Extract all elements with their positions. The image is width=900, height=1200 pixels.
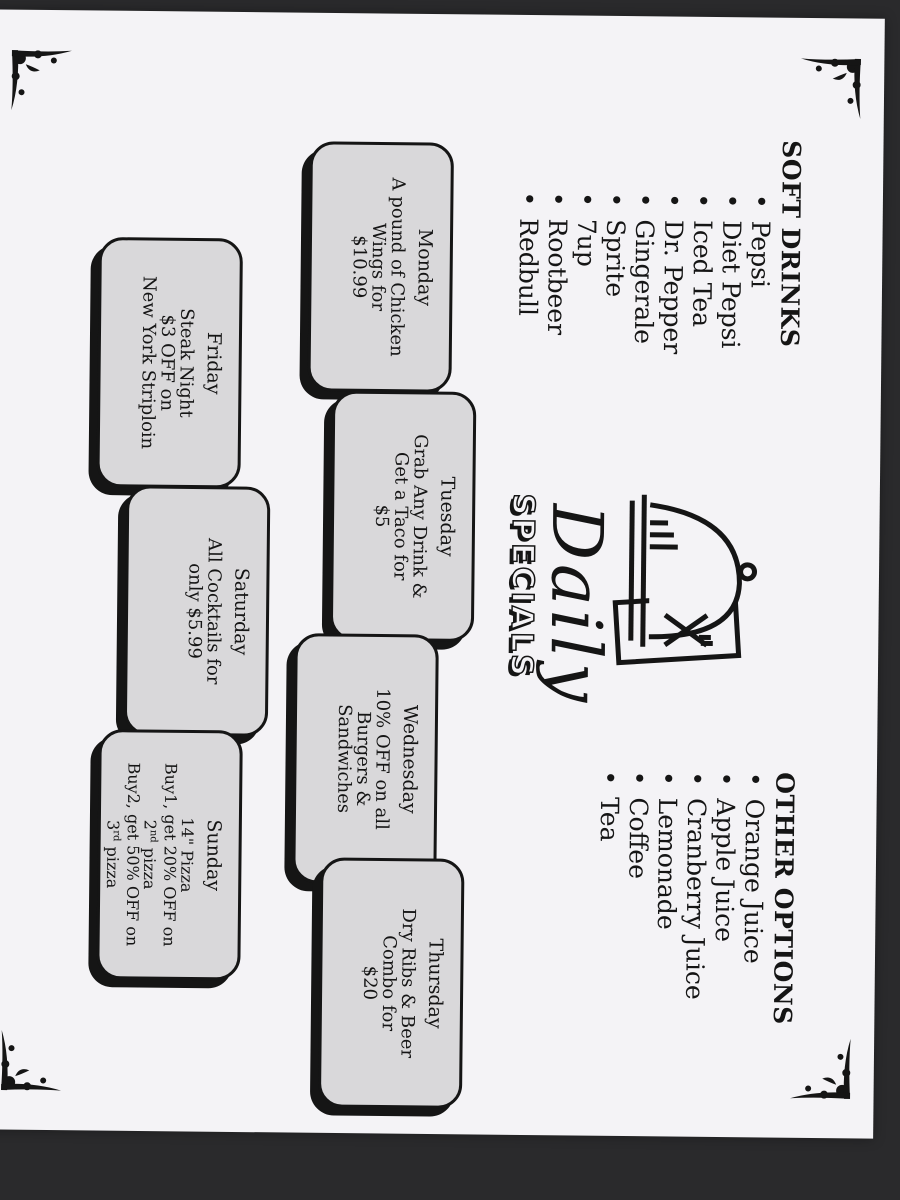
list-item: Iced Tea [686, 193, 717, 354]
list-item: Pepsi [744, 193, 775, 354]
list-item: Diet Pepsi [715, 193, 746, 354]
special-card-wednesday: Wednesday 10% OFF on all Burgers & Sandw… [291, 632, 439, 885]
special-day: Tuesday [435, 475, 459, 557]
list-item: Redbull [512, 191, 543, 352]
special-description: A pound of Chicken Wings for $10.99 [347, 176, 409, 357]
special-description: Steak Night $3 OFF on New York Striploin [136, 275, 197, 449]
special-description: Grab Any Drink & Get a Taco for $5 [370, 433, 431, 599]
list-item: Gingerale [628, 192, 659, 353]
soft-drinks-list: Pepsi Diet Pepsi Iced Tea Dr. Pepper Gin… [512, 191, 775, 355]
special-day: Wednesday [397, 704, 421, 814]
special-day: Monday [412, 228, 436, 306]
list-item: Cranberry Juice [680, 771, 711, 999]
ornament-corner-bottom-right-icon [0, 1021, 69, 1096]
special-description: Dry Ribs & Beer Combo for $20 [358, 907, 419, 1058]
other-options-list: Orange Juice Apple Juice Cranberry Juice… [593, 770, 769, 1000]
sunday-line-buy1: Buy1, get 20% OFF on [159, 762, 181, 947]
special-card-thursday: Thursday Dry Ribs & Beer Combo for $20 [317, 856, 465, 1109]
special-card-saturday: Saturday All Cocktails for only $5.99 [123, 484, 270, 737]
list-item: Coffee [622, 770, 653, 999]
list-item: Orange Juice [738, 771, 769, 1000]
sunday-line-buy2: Buy2, get 50% OFF on [121, 761, 143, 946]
special-description: 10% OFF on all Burgers & Sandwiches [332, 687, 393, 830]
list-item: Rootbeer [541, 191, 572, 352]
special-card-tuesday: Tuesday Grab Any Drink & Get a Taco for … [329, 389, 476, 642]
special-day: Saturday [229, 567, 253, 655]
menu-content: SOFT DRINKS Pepsi Diet Pepsi Iced Tea Dr… [0, 9, 885, 1138]
specials-logo-text: SPECIALS [502, 492, 540, 679]
special-card-friday: Friday Steak Night $3 OFF on New York St… [95, 236, 243, 488]
list-item: Tea [593, 770, 624, 999]
special-card-sunday: Sunday 14" Pizza Buy1, get 20% OFF on 2n… [95, 728, 243, 981]
list-item: Apple Juice [709, 771, 740, 1000]
special-day: Sunday [201, 818, 225, 891]
daily-logo-text: Daily [533, 503, 618, 707]
other-options-title: OTHER OPTIONS [767, 771, 799, 1025]
menu-sheet: SOFT DRINKS Pepsi Diet Pepsi Iced Tea Dr… [0, 9, 885, 1139]
list-item: Dr. Pepper [657, 192, 688, 354]
cloche-logo-icon [606, 486, 778, 668]
ornament-corner-top-right-icon [781, 1030, 856, 1105]
list-item: Sprite [599, 192, 630, 353]
special-day: Thursday [423, 937, 447, 1029]
special-description: All Cocktails for only $5.99 [183, 537, 225, 685]
ornament-corner-bottom-left-icon [5, 44, 80, 119]
list-item: Lemonade [651, 770, 682, 999]
special-day: Friday [201, 331, 225, 395]
ornament-corner-top-left-icon [792, 52, 867, 127]
list-item: 7up [570, 191, 601, 352]
special-description: 14" Pizza Buy1, get 20% OFF on 2nd pizza… [102, 732, 196, 977]
soft-drinks-title: SOFT DRINKS [774, 139, 806, 348]
special-card-monday: Monday A pound of Chicken Wings for $10.… [306, 140, 454, 393]
sunday-line-buy2-detail: 3rd pizza [102, 819, 122, 888]
